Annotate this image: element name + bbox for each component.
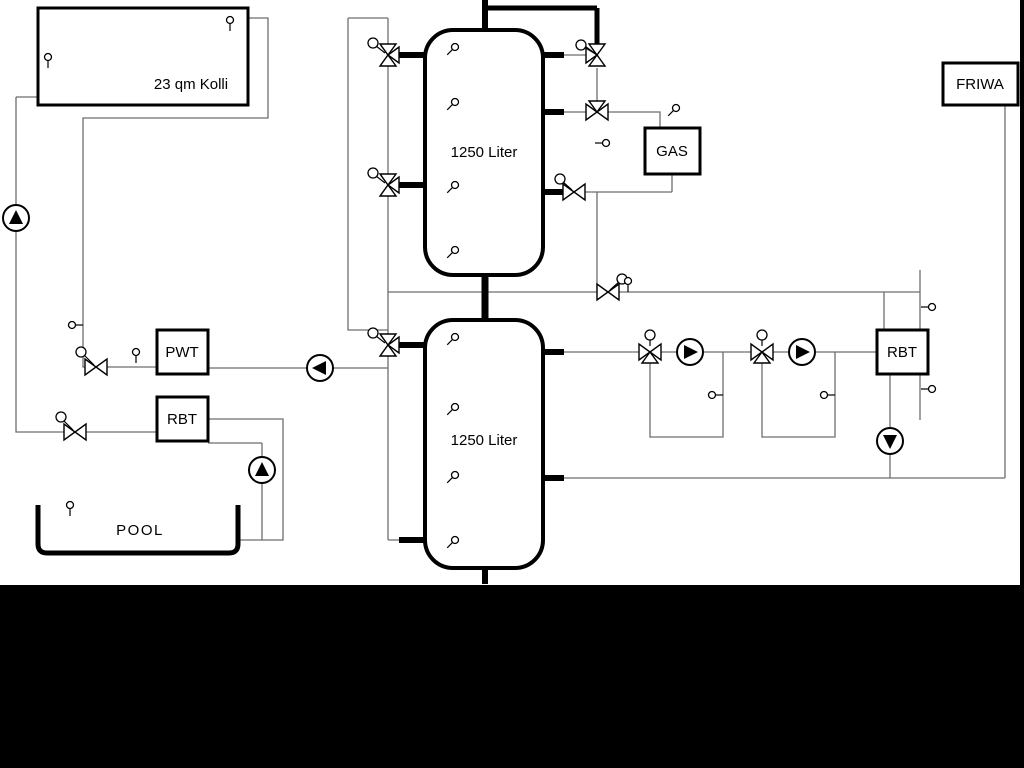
buffer-tank-2-body (423, 318, 545, 570)
solar-collector-box (36, 6, 250, 107)
sensor-gas-top (665, 102, 682, 119)
pipe-collector-return (82, 17, 269, 368)
tank-stubs (399, 52, 564, 543)
rbt-right-label: RBT (887, 344, 917, 361)
rbt-left-box-rect (155, 395, 210, 443)
pwt-box-rect (155, 328, 210, 376)
pump-circuit2 (788, 338, 816, 366)
pump-friwa-return (876, 427, 904, 455)
buffer-tank-2: 1250 Liter (423, 318, 545, 570)
sensor-pwt-inlet (131, 347, 141, 364)
pipe-bottom-header (563, 105, 1006, 479)
gas-boiler-box: GAS (643, 126, 702, 176)
pump-solar (2, 204, 30, 232)
valve-header (596, 273, 628, 301)
sensor-circuit2 (819, 390, 836, 400)
gas-label: GAS (656, 143, 688, 160)
three-way-valve-tank1-top-left (367, 37, 400, 67)
diagram-canvas: 23 qm Kolli 1250 Liter 1250 Liter PWT RB… (0, 0, 1020, 585)
pipe-tank1-right-ports (563, 54, 598, 113)
three-way-valve-tank1-top-right (575, 39, 606, 67)
tank2-label: 1250 Liter (451, 432, 518, 449)
pipe-network (15, 17, 1006, 541)
tank1-top-header (485, 5, 600, 44)
pool-outline (35, 505, 241, 556)
three-way-valve-gas-supply (585, 100, 609, 121)
sensor-pool (65, 500, 75, 517)
friwa-box-rect (941, 61, 1020, 107)
pool-basin: POOL (35, 505, 241, 556)
pump-pwt (306, 354, 334, 382)
buffer-tank-1: 1250 Liter (423, 28, 545, 277)
pipe-gas-return (585, 174, 673, 292)
tank1-label: 1250 Liter (451, 144, 518, 161)
sensor-circuit1 (707, 390, 724, 400)
three-way-valve-tank1-mid-left (367, 167, 400, 197)
pipe-pool-loop (208, 418, 284, 541)
gas-box-rect (643, 126, 702, 176)
valve-collector-rbt (55, 411, 87, 441)
pool-label: POOL (116, 522, 164, 539)
solar-collector: 23 qm Kolli (36, 6, 250, 107)
pwt-label: PWT (165, 344, 198, 361)
pump-pool (248, 456, 276, 484)
pipe-collector-left (15, 96, 64, 433)
three-way-valve-tank2-left (367, 327, 400, 357)
sensor-right-top (920, 302, 937, 312)
sensor-return-line (67, 320, 84, 330)
rbt-right-box-rect (875, 328, 930, 376)
pipe-to-gas-top (608, 111, 661, 128)
valve-collector-pwt (75, 346, 108, 376)
pipe-tank-left-riser (387, 18, 405, 541)
buffer-tank-1-body (423, 28, 545, 277)
friwa-label: FRIWA (956, 76, 1004, 93)
three-way-mixing-valve-circuit1 (638, 329, 662, 364)
rbt-right-box: RBT (875, 328, 930, 376)
sensor-gas-supply (594, 138, 611, 148)
collector-label: 23 qm Kolli (154, 76, 228, 93)
pipe-header (388, 291, 920, 330)
three-way-mixing-valve-circuit2 (750, 329, 774, 364)
rbt-left-label: RBT (167, 411, 197, 428)
pwt-box: PWT (155, 328, 210, 376)
sensor-right-bottom (920, 384, 937, 394)
thick-connections (399, 0, 600, 584)
schematic-svg: 23 qm Kolli 1250 Liter 1250 Liter PWT RB… (2, 0, 1020, 584)
rbt-left-box: RBT (155, 395, 210, 443)
valve-tank1-lower-right (554, 173, 586, 201)
sensor-header (623, 276, 633, 293)
friwa-box: FRIWA (941, 61, 1020, 107)
pump-circuit1 (676, 338, 704, 366)
